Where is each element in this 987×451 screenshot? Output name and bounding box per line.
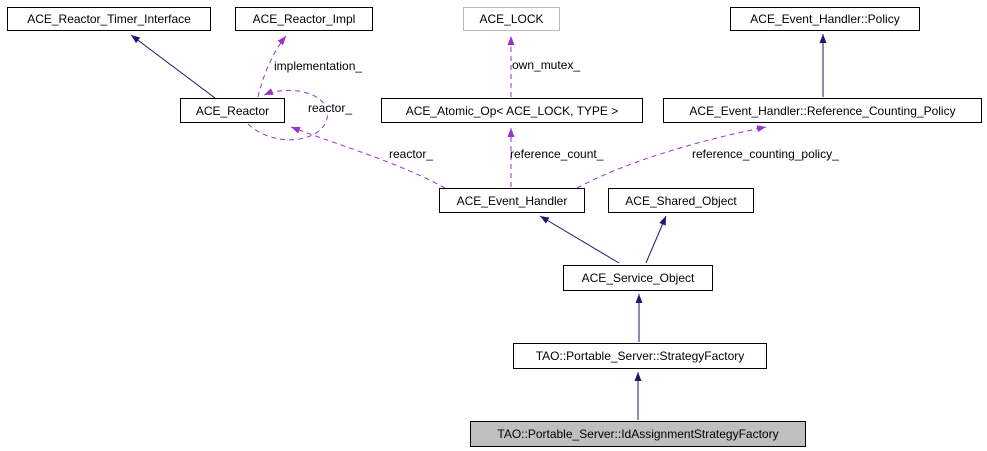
edge-label-reference-count: reference_count_ bbox=[510, 147, 604, 161]
class-node-ace-reactor[interactable]: ACE_Reactor bbox=[180, 98, 285, 123]
edge-label-reactor: reactor_ bbox=[389, 147, 434, 161]
edge-inherit-service-object-to-shared-object bbox=[645, 215, 667, 264]
class-node-ace-shared-object[interactable]: ACE_Shared_Object bbox=[608, 188, 754, 213]
class-node-ace-service-object[interactable]: ACE_Service_Object bbox=[563, 265, 713, 291]
class-node-tao-idassignmentstrategyfactory: TAO::Portable_Server::IdAssignmentStrate… bbox=[470, 421, 806, 447]
class-node-ace-lock: ACE_LOCK bbox=[463, 7, 560, 31]
class-node-ace-event-handler-policy[interactable]: ACE_Event_Handler::Policy bbox=[730, 7, 920, 31]
edge-label-own-mutex: own_mutex_ bbox=[512, 58, 581, 72]
class-node-ace-event-handler[interactable]: ACE_Event_Handler bbox=[439, 188, 585, 213]
class-node-ace-reactor-timer-interface[interactable]: ACE_Reactor_Timer_Interface bbox=[7, 7, 211, 31]
class-node-ace-atomic-op[interactable]: ACE_Atomic_Op< ACE_LOCK, TYPE > bbox=[381, 98, 643, 123]
edge-label-implementation: implementation_ bbox=[274, 59, 363, 73]
class-node-ace-reactor-impl[interactable]: ACE_Reactor_Impl bbox=[235, 7, 373, 31]
edge-inherit-service-object-to-event-handler bbox=[539, 215, 620, 264]
class-node-tao-strategyfactory[interactable]: TAO::Portable_Server::StrategyFactory bbox=[513, 343, 767, 369]
edge-label-reactor-self: reactor_ bbox=[308, 101, 353, 115]
edge-inherit-reactor-to-timer-interface bbox=[130, 34, 216, 99]
edge-label-reference-counting-policy: reference_counting_policy_ bbox=[692, 147, 839, 161]
class-node-ace-event-handler-reference-counting-policy[interactable]: ACE_Event_Handler::Reference_Counting_Po… bbox=[663, 98, 982, 123]
